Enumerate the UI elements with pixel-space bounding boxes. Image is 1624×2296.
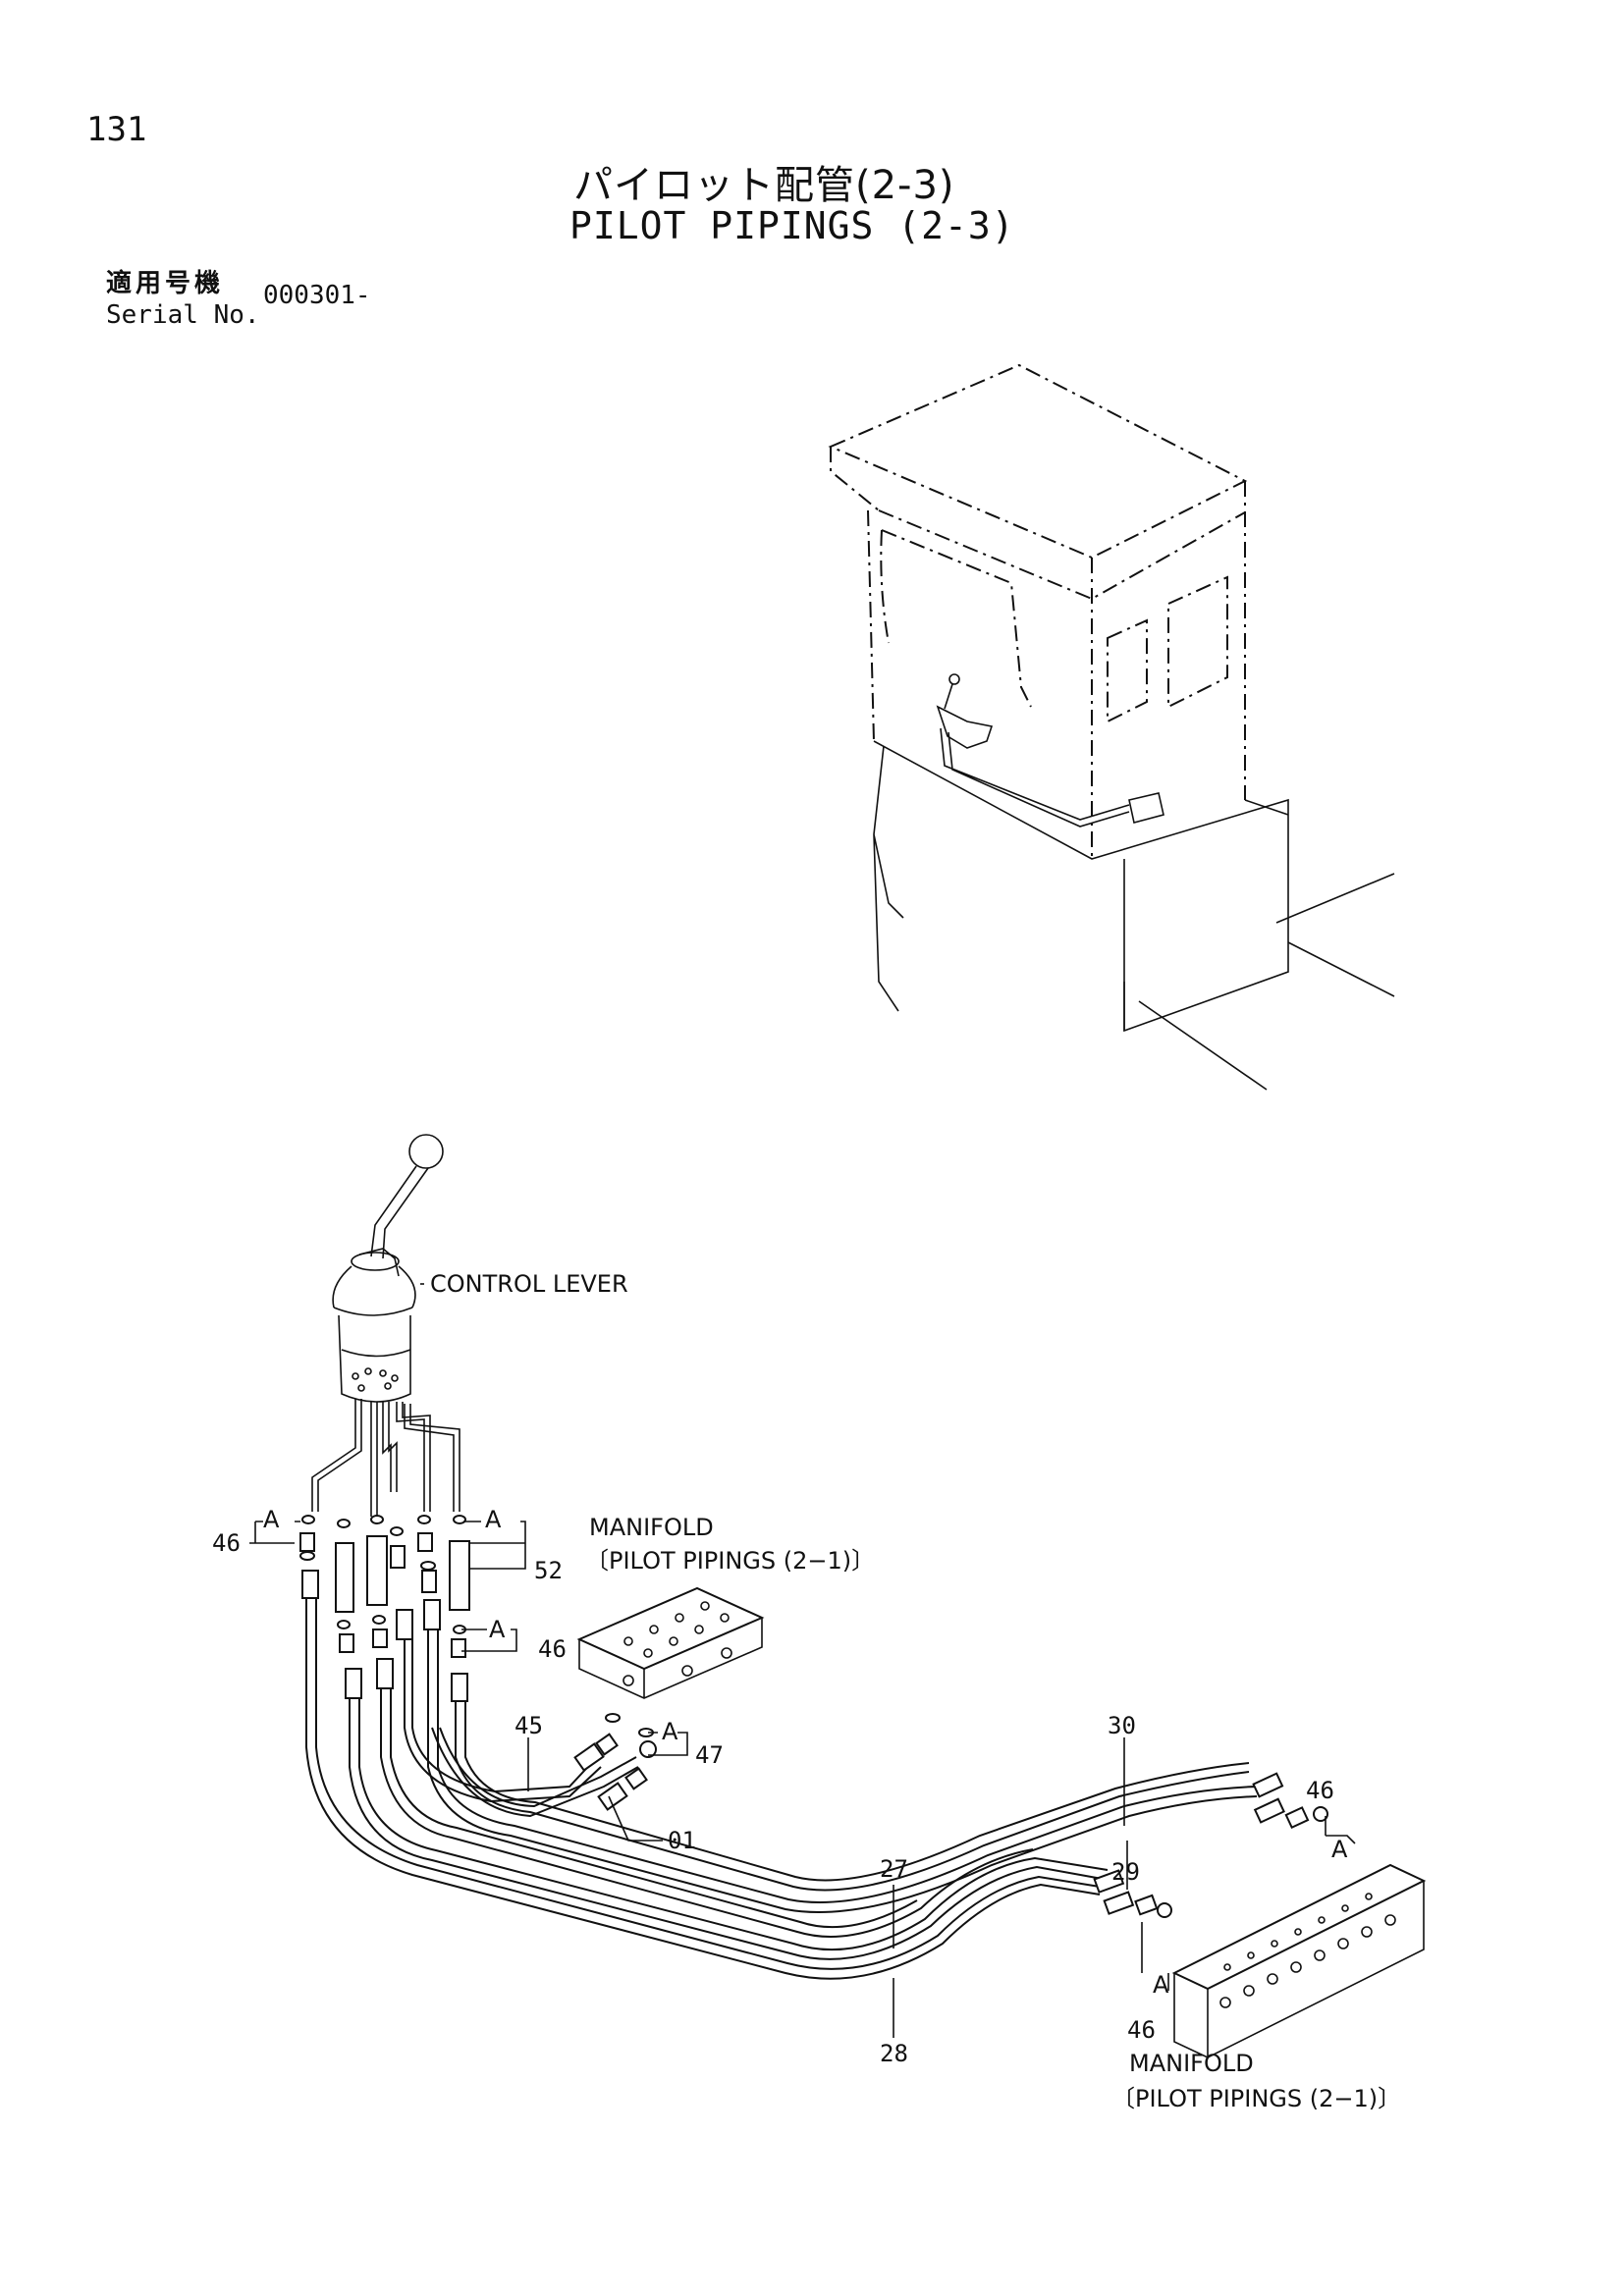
view-a-label: A: [263, 1506, 280, 1533]
callout-46: 46: [1127, 2016, 1156, 2044]
hose-end-fittings: [573, 1733, 1328, 1918]
serial-label-jp: 適用号機: [106, 269, 225, 298]
cab-overview-illustration: [828, 363, 1395, 1091]
control-lever-label: CONTROL LEVER: [430, 1270, 628, 1298]
callout-30: 30: [1108, 1712, 1136, 1739]
callout-45: 45: [514, 1712, 543, 1739]
serial-label-en: Serial No.: [106, 300, 260, 330]
view-a-label: A: [1153, 1971, 1169, 1999]
page-number: 131: [86, 110, 147, 149]
view-a-label: A: [489, 1616, 506, 1643]
page-title-en: PILOT PIPINGS (2-3): [569, 204, 1015, 247]
callout-01: 01: [668, 1827, 696, 1854]
manifold-bottom-ref: 〔PILOT PIPINGS (2−1)〕: [1111, 2085, 1401, 2112]
callout-27: 27: [880, 1855, 908, 1883]
callout-47: 47: [695, 1741, 724, 1769]
view-a-label: A: [485, 1506, 502, 1533]
pilot-hoses: [305, 1598, 1258, 1980]
manifold-top-label: MANIFOLD: [589, 1514, 714, 1541]
callout-28: 28: [880, 2040, 908, 2067]
manifold-bottom-label: MANIFOLD: [1129, 2050, 1254, 2077]
control-lever-illustration: [311, 1134, 460, 1517]
callout-46: 46: [538, 1635, 567, 1663]
callout-46: 46: [212, 1529, 241, 1557]
callout-29: 29: [1111, 1858, 1140, 1886]
callout-46: 46: [1306, 1777, 1334, 1804]
manifold-bottom-illustration: [1171, 1863, 1427, 2058]
view-a-label: A: [662, 1718, 678, 1745]
callout-52: 52: [534, 1557, 563, 1584]
lever-fittings: [299, 1515, 470, 1702]
view-a-label: A: [1331, 1836, 1348, 1863]
manifold-top-ref: 〔PILOT PIPINGS (2−1)〕: [585, 1547, 875, 1575]
page-title-jp: パイロット配管(2-3): [573, 163, 955, 208]
serial-value: 000301-: [263, 281, 371, 310]
manifold-top-illustration: [576, 1586, 765, 1737]
leader-lines: [249, 1283, 1356, 2038]
